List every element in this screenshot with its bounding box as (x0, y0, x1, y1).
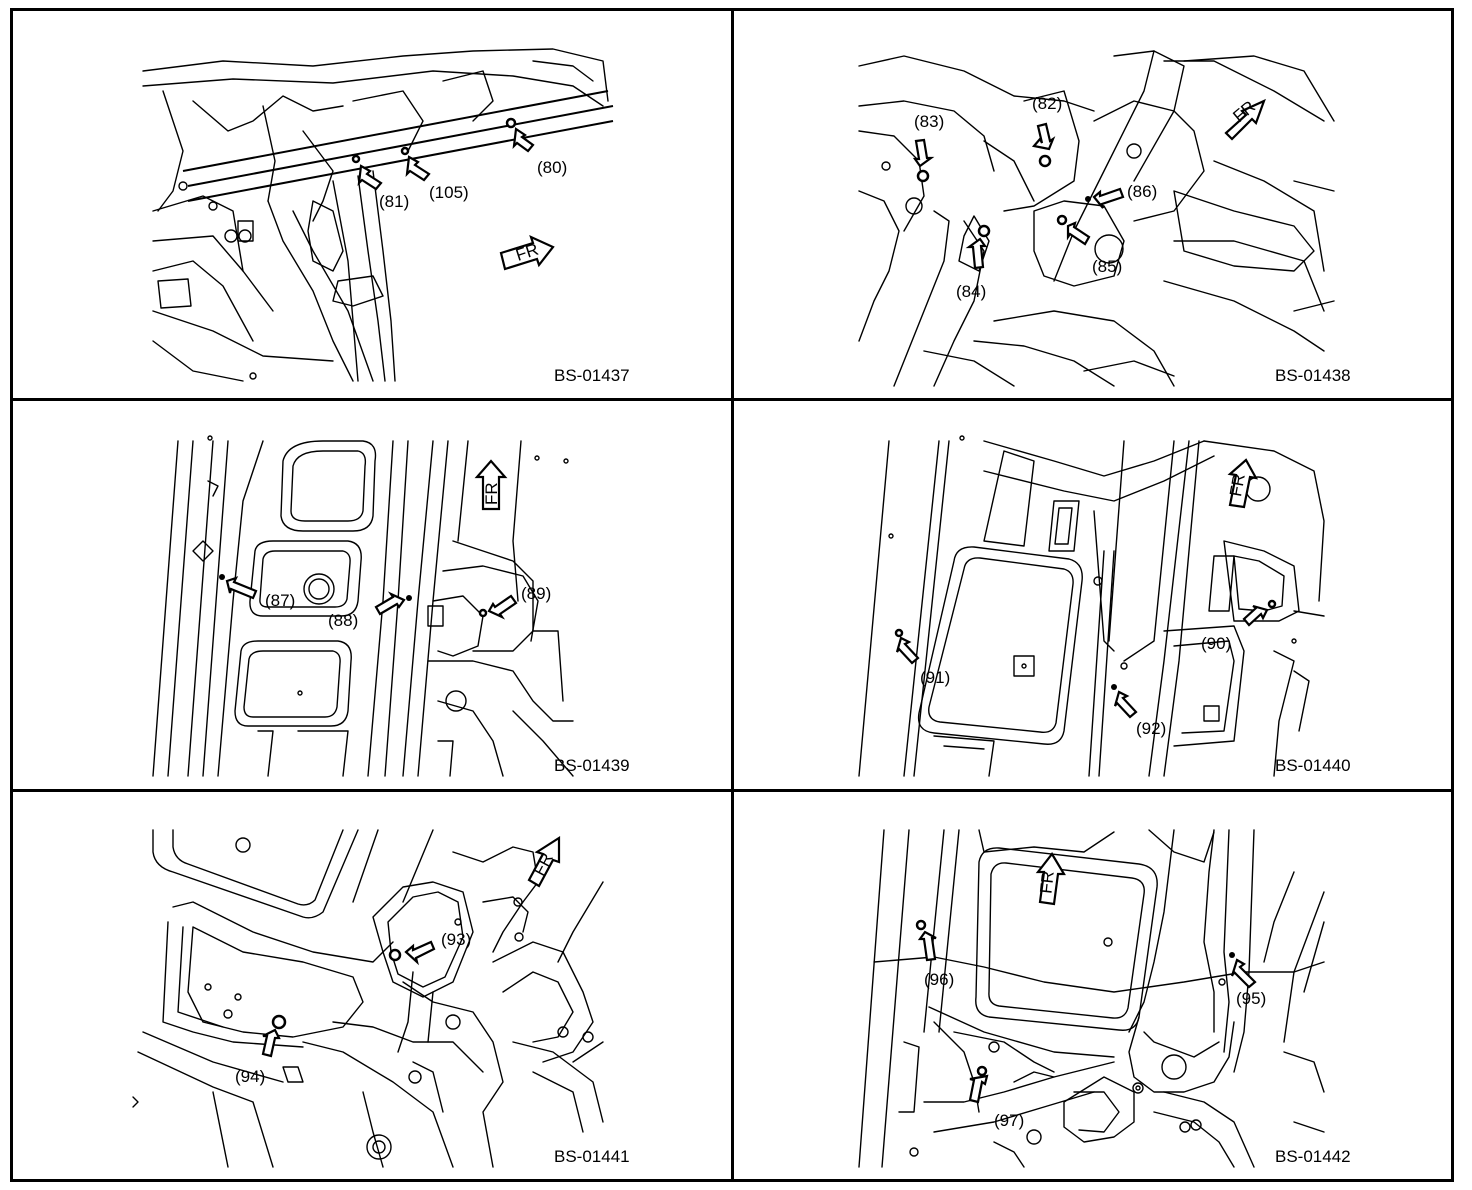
pointer-arrows (895, 458, 1269, 719)
panel-bs-01440: (91) (92) (90) FR BS-01440 (734, 401, 1454, 790)
pointer-arrow-94 (261, 1028, 281, 1058)
pointer-arrow-97 (968, 1074, 989, 1104)
pointer-arrow-82 (1031, 122, 1056, 151)
drawing-bs-01437 (142, 48, 614, 382)
body-outline (132, 829, 604, 1168)
pointer-arrows (261, 835, 561, 1058)
pointer-arrow-91 (895, 636, 920, 665)
pointer-arrow-87 (225, 576, 258, 600)
panel-bs-01442: (96) (95) (97) FR BS-01442 (734, 792, 1454, 1181)
pointer-arrows (225, 459, 518, 620)
figure-code: BS-01437 (554, 366, 630, 385)
holes (204, 837, 594, 1160)
drawing-bs-01439 (152, 435, 574, 777)
figure-code: BS-01440 (1275, 756, 1351, 775)
pointer-arrow-86 (1092, 187, 1125, 209)
drawing-bs-01440 (858, 435, 1325, 777)
pointer-arrows (912, 98, 1266, 270)
body-outline (858, 440, 1325, 777)
column-divider (731, 8, 734, 1182)
fr-arrow (1224, 98, 1266, 141)
holes (881, 143, 1142, 264)
pointer-arrow-84 (965, 237, 988, 270)
pointer-arrow-81 (357, 164, 383, 191)
pointer-arrow-95 (1230, 958, 1257, 989)
fr-arrow (499, 234, 555, 271)
body-outline (858, 829, 1325, 1168)
fr-arrow (1035, 852, 1066, 906)
pointer-arrow-89 (487, 594, 518, 620)
body-outline (858, 50, 1335, 387)
pointer-arrows (917, 852, 1257, 1104)
holes (909, 919, 1235, 1157)
body-outline (142, 48, 614, 382)
pointer-arrow-105 (405, 155, 431, 182)
pointer-arrow-92 (1113, 690, 1138, 719)
panel-bs-01437: (80) (81) (105) FR BS-01437 (13, 11, 733, 400)
pointer-arrow-88 (374, 591, 406, 616)
row-divider-1 (10, 398, 1454, 401)
fr-arrow (527, 835, 561, 888)
panel-bs-01438: (82) (83) (84) (85) (86) FR BS-01438 (734, 11, 1454, 400)
figure-code: BS-01442 (1275, 1147, 1351, 1166)
figure-code: BS-01441 (554, 1147, 630, 1166)
holes (207, 435, 569, 712)
drawing-bs-01441 (132, 829, 604, 1168)
figure-code: BS-01438 (1275, 366, 1351, 385)
fr-arrow (1227, 458, 1259, 509)
drawing-bs-01442 (858, 829, 1325, 1168)
holes (888, 435, 1297, 690)
pointer-arrow-96 (917, 930, 937, 962)
figure-code: BS-01439 (554, 756, 630, 775)
pointer-arrow-93 (404, 940, 436, 966)
pointer-arrow-80 (512, 127, 535, 153)
drawing-bs-01438 (858, 50, 1335, 387)
pointer-arrow-85 (1066, 221, 1091, 246)
panel-bs-01441: (93) (94) FR BS-01441 (13, 792, 733, 1181)
body-outline (152, 440, 574, 777)
fr-arrow (474, 459, 508, 511)
pointer-arrow-83 (912, 138, 935, 168)
panel-bs-01439: (87) (88) (89) FR BS-01439 (13, 401, 733, 790)
pointer-arrows (357, 127, 555, 271)
pointer-arrow-90 (1242, 604, 1269, 627)
row-divider-2 (10, 789, 1454, 792)
holes (178, 117, 517, 380)
